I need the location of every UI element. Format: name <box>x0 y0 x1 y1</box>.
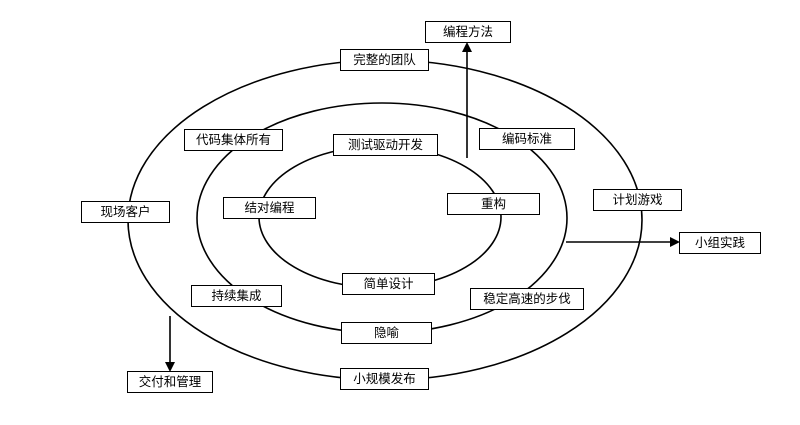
inner-label-simple-design: 简单设计 <box>342 273 435 295</box>
outer-label-planning-game: 计划游戏 <box>593 189 682 211</box>
outer-label-whole-team: 完整的团队 <box>340 49 429 71</box>
callout-delivery-management: 交付和管理 <box>127 371 213 393</box>
inner-label-pair-programming: 结对编程 <box>223 197 316 219</box>
outer-label-on-site-customer: 现场客户 <box>81 201 170 223</box>
middle-label-sustainable-pace: 稳定高速的步伐 <box>470 288 584 310</box>
middle-label-continuous-integration: 持续集成 <box>191 285 282 307</box>
callout-programming-methods: 编程方法 <box>425 21 511 43</box>
middle-label-coding-standards: 编码标准 <box>479 128 575 150</box>
inner-label-refactoring: 重构 <box>447 193 540 215</box>
middle-label-collective-ownership: 代码集体所有 <box>184 129 283 151</box>
middle-label-metaphor: 隐喻 <box>341 322 432 344</box>
outer-label-small-releases: 小规模发布 <box>340 368 429 390</box>
callout-team-practices: 小组实践 <box>679 232 761 254</box>
inner-label-test-driven-development: 测试驱动开发 <box>333 134 438 156</box>
